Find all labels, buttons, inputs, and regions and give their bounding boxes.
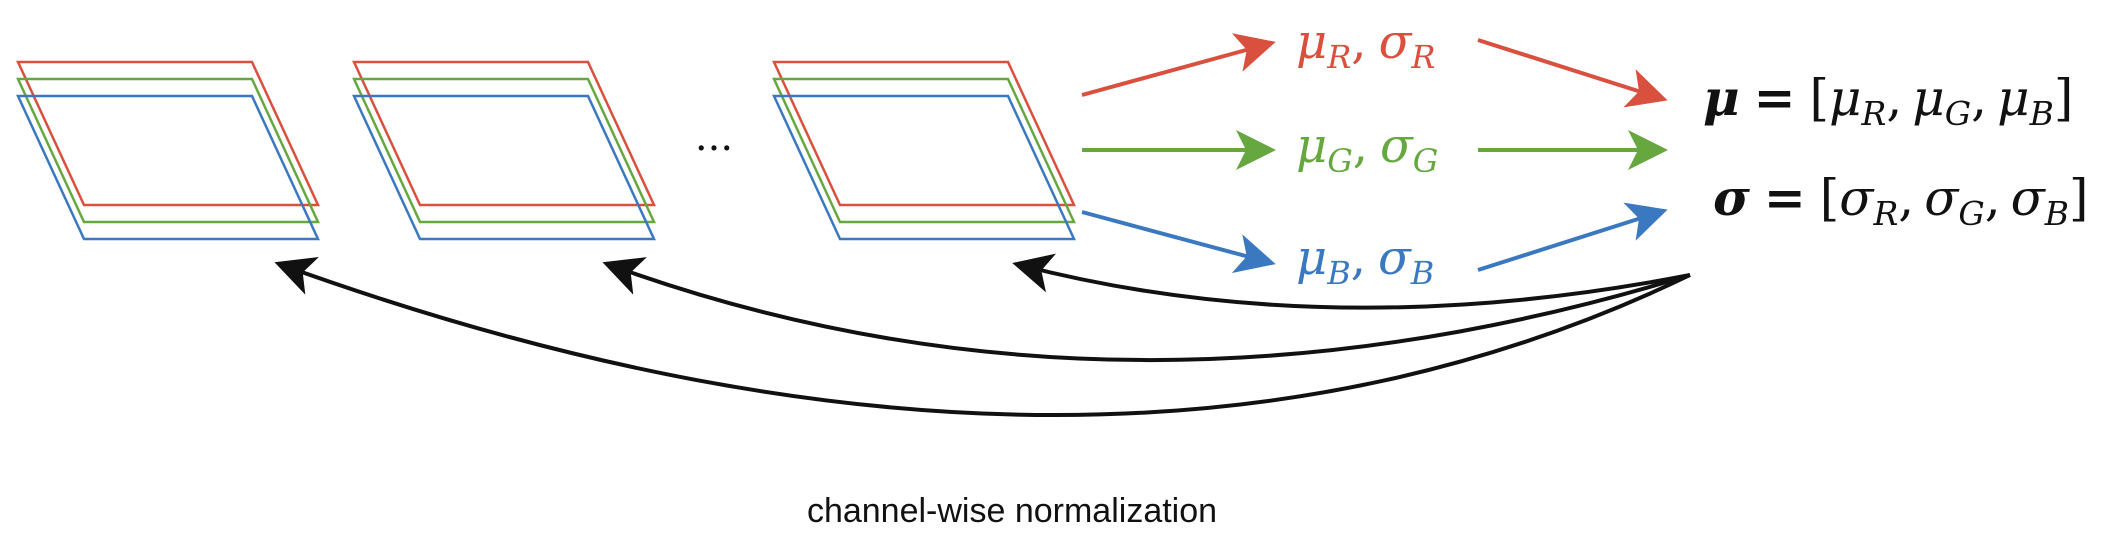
caption: channel-wise normalization [807, 492, 1217, 530]
red-channel-plane [352, 60, 656, 207]
red-channel-plane [772, 60, 1076, 207]
red-channel-plane [16, 60, 320, 207]
green-channel-plane [352, 77, 656, 224]
blue-channel-plane [772, 94, 1076, 241]
ellipsis: ... [695, 114, 733, 160]
blue-stat-arrow [1081, 210, 1276, 274]
green-channel-plane [772, 77, 1076, 224]
blue-stats-label: μB,σB [1296, 230, 1434, 292]
blue-to-vector-arrow [1477, 202, 1668, 272]
green-stats-label: μG,σG [1296, 118, 1438, 180]
blue-channel-plane [352, 94, 656, 241]
image-frame-2 [352, 60, 656, 241]
mean-vector-equation: μ=[μR,μG,μB] [1703, 68, 2073, 133]
red-to-vector-arrow [1477, 38, 1668, 108]
normalize-arrow-frame-n [1012, 253, 1691, 310]
normalize-arrow-frame-1 [274, 257, 1691, 418]
blue-channel-plane [16, 94, 320, 241]
green-channel-plane [16, 77, 320, 224]
red-stat-arrow [1081, 33, 1276, 97]
std-vector-equation: σ=[σR,σG,σB] [1713, 168, 2089, 233]
image-frame-n [772, 60, 1076, 241]
red-stats-label: μR,σR [1296, 14, 1435, 76]
normalize-arrow-frame-2 [602, 257, 1691, 362]
image-frame-1 [16, 60, 320, 241]
